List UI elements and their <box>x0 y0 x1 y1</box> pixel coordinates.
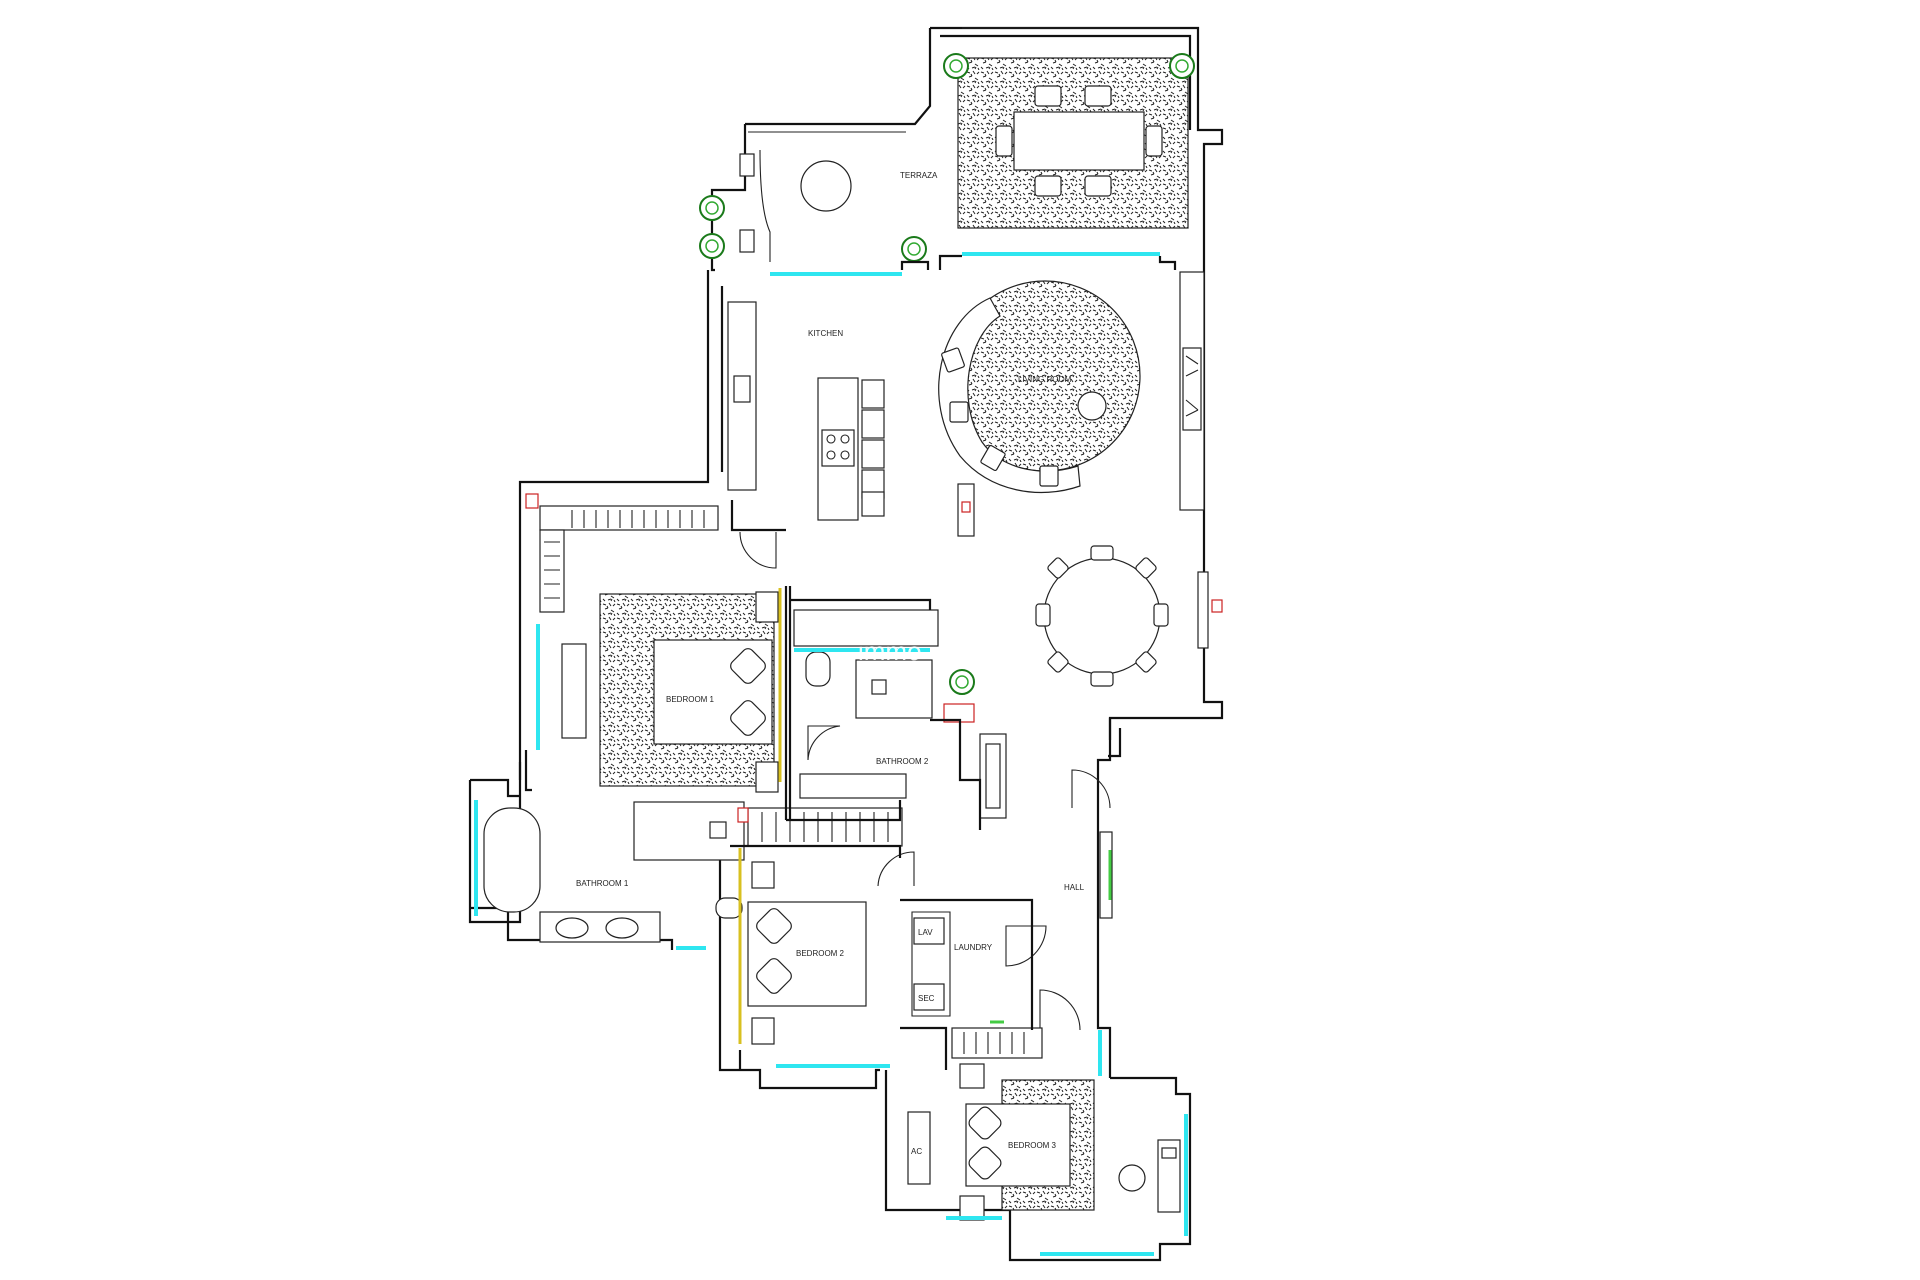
tv-unit <box>1179 271 1205 511</box>
washbasin-icon <box>555 917 589 939</box>
bathroom1-label: BATHROOM 1 <box>576 879 629 888</box>
bedroom3-wardrobe <box>951 1027 1043 1059</box>
bedroom3-label: BEDROOM 3 <box>1008 1141 1057 1150</box>
nightstand <box>755 591 779 623</box>
plant-icon <box>1169 53 1195 79</box>
nightstand <box>751 861 775 889</box>
terrace-round-table <box>800 160 852 212</box>
washbasin-icon <box>605 917 639 939</box>
terrace-dining-table <box>1013 111 1145 171</box>
cooktop-icon <box>821 429 855 467</box>
plant-icon <box>943 53 969 79</box>
column-marker <box>737 807 749 823</box>
column-marker <box>525 493 539 509</box>
terraza-label: TERRAZA <box>900 171 938 180</box>
bedroom2-wardrobe <box>747 807 903 847</box>
sec-label: SEC <box>918 994 935 1003</box>
bathroom2-bathtub <box>799 773 907 799</box>
bathroom1-bathtub <box>483 807 541 913</box>
bathroom2-vanity <box>793 609 939 647</box>
curved-sofa <box>938 297 1081 494</box>
nightstand <box>959 1063 985 1089</box>
interior-walls <box>518 500 1112 1070</box>
plant-icon <box>699 233 725 259</box>
bathroom2-label: BATHROOM 2 <box>876 757 929 766</box>
sofa-cushions <box>941 347 1059 487</box>
dining-area <box>1035 545 1223 687</box>
terrace: TERRAZA <box>699 27 1195 276</box>
dining-chairs <box>1035 545 1169 687</box>
bedroom-1: BEDROOM 1 <box>525 493 779 793</box>
bedroom1-pillows <box>730 648 766 736</box>
floor-lamp-icon <box>957 483 975 537</box>
living-room-label: LIVING ROOM <box>1018 375 1072 384</box>
lav-label: LAV <box>918 928 933 937</box>
watermark: immo <box>858 636 922 666</box>
bathroom2-shower <box>855 659 933 719</box>
bedroom1-label: BEDROOM 1 <box>666 695 715 704</box>
island-stools <box>861 379 885 517</box>
washer <box>913 917 945 945</box>
dryer <box>913 983 945 1011</box>
kitchen: KITCHEN <box>727 301 885 521</box>
nightstand <box>751 1017 775 1045</box>
sideboard <box>1197 571 1209 649</box>
bathroom-1: BATHROOM 1 <box>474 800 745 950</box>
toilet <box>805 651 831 687</box>
laundry: LAV SEC LAUNDRY <box>911 911 1047 1017</box>
side-table <box>1077 391 1107 421</box>
deck-chair <box>739 153 755 177</box>
terrace-chairs <box>995 85 1163 197</box>
ac-unit: AC <box>907 1111 931 1185</box>
column-marker <box>1211 599 1223 613</box>
desk-chair <box>1118 1164 1146 1192</box>
nightstand <box>755 761 779 793</box>
bathroom-2: BATHROOM 2 <box>793 609 1007 819</box>
kitchen-sink <box>733 375 751 403</box>
laundry-label: LAUNDRY <box>954 943 993 952</box>
plant-icon <box>901 236 927 262</box>
living-room: LIVING ROOM <box>938 271 1205 537</box>
bedroom1-bench <box>561 643 587 739</box>
bedroom3-pillows <box>968 1106 1002 1180</box>
hall: HALL <box>877 769 1113 1076</box>
plant-icon <box>699 195 725 221</box>
bedroom1-wardrobe <box>539 505 719 531</box>
bathroom1-shower <box>633 801 745 861</box>
bedroom2-pillows <box>756 908 792 994</box>
bedroom2-label: BEDROOM 2 <box>796 949 845 958</box>
hall-label: HALL <box>1064 883 1085 892</box>
ac-label: AC <box>911 1147 922 1156</box>
toilet <box>715 897 743 919</box>
kitchen-label: KITCHEN <box>808 329 843 338</box>
deck-chair <box>739 229 755 253</box>
plant-icon <box>949 669 975 695</box>
bedroom-2: BEDROOM 2 <box>737 807 903 1068</box>
bedroom-3: AC BEDROOM 3 <box>907 1020 1188 1256</box>
